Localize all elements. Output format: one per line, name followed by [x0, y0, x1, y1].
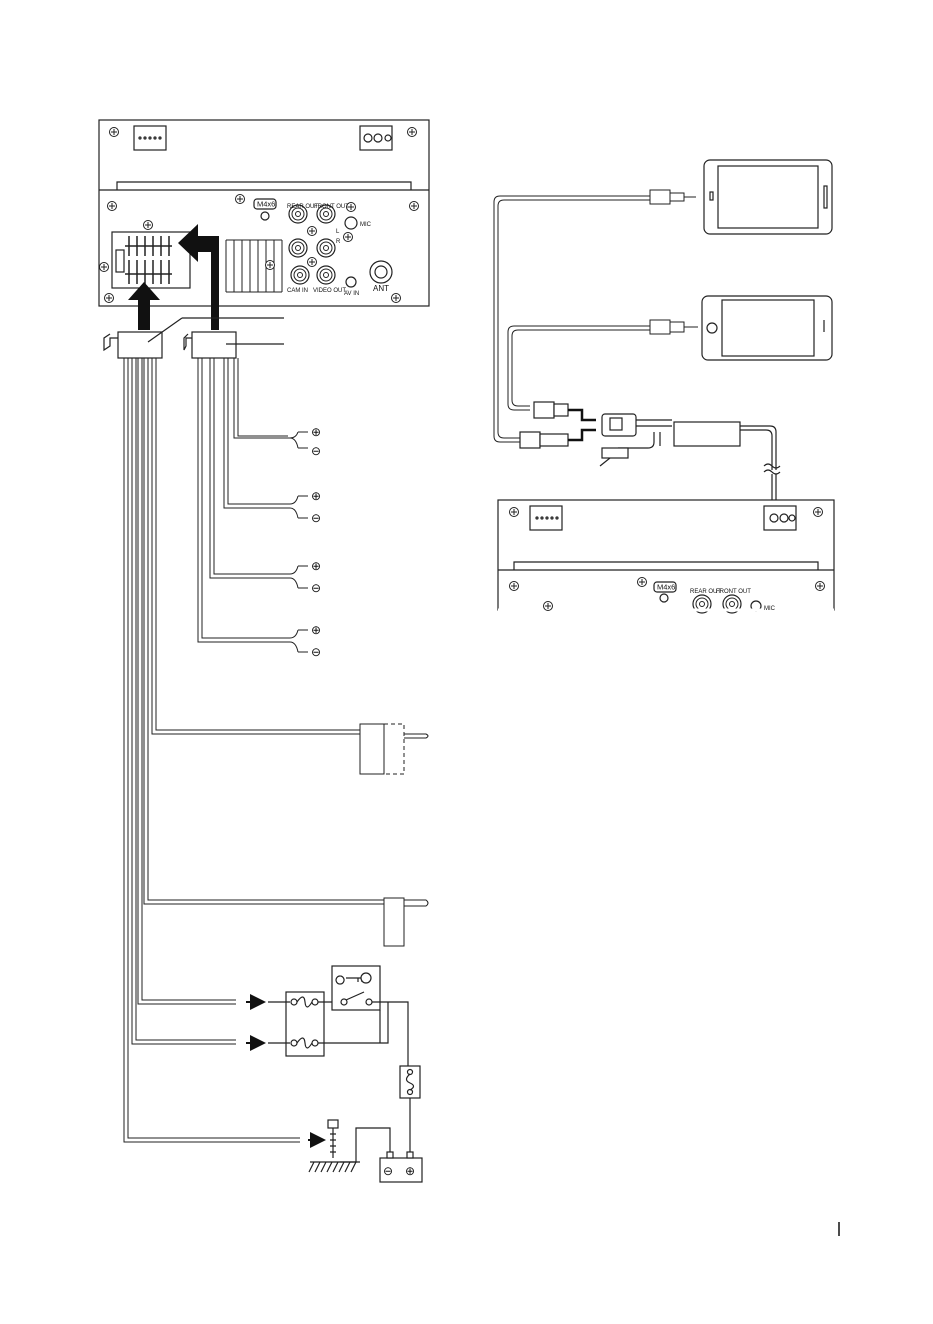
speaker-3-minus: ⊖ [311, 581, 321, 595]
front-out-label: FRONT OUT [314, 204, 349, 210]
screw-spec-label: M4x6 [257, 200, 275, 209]
speaker-2-minus: ⊖ [311, 511, 321, 525]
ant-label: ANT [373, 284, 389, 293]
mic-label-right: MIC [764, 606, 776, 612]
ground-icon [309, 1120, 390, 1172]
speaker-1-minus: ⊖ [311, 444, 321, 458]
speaker-4-minus: ⊖ [311, 645, 321, 659]
ignition-switch [332, 966, 408, 1066]
r-label: R [336, 239, 341, 245]
battery-minus: ⊖ [383, 1164, 393, 1178]
screw-spec-label-right: M4x6 [657, 583, 675, 592]
speaker-4-plus: ⊕ [311, 623, 321, 637]
speaker-2-plus: ⊕ [311, 489, 321, 503]
battery-plus: ⊕ [405, 1164, 415, 1178]
speaker-terminal-labels: ⊕ ⊖ ⊕ ⊖ ⊕ ⊖ ⊕ ⊖ [311, 425, 321, 659]
speaker-1-plus: ⊕ [311, 425, 321, 439]
iphone-icon [702, 296, 832, 360]
smartphone-icon [704, 160, 832, 234]
head-unit-rear [99, 120, 429, 306]
cam-in-label: CAM IN [287, 288, 308, 294]
head-unit-partial [498, 500, 834, 613]
video-out-label: VIDEO OUT [313, 288, 346, 294]
speaker-wires [198, 358, 308, 652]
power-harness-wires [124, 358, 428, 1142]
inline-fuse [400, 1066, 420, 1160]
front-out-label-right: FRONT OUT [716, 589, 751, 595]
page-marker [837, 1222, 841, 1236]
speaker-3-plus: ⊕ [311, 559, 321, 573]
wiring-harness-connectors [104, 318, 284, 358]
usb-cables [494, 190, 698, 442]
av-in-label: AV IN [344, 291, 359, 297]
mic-label: MIC [360, 222, 372, 228]
